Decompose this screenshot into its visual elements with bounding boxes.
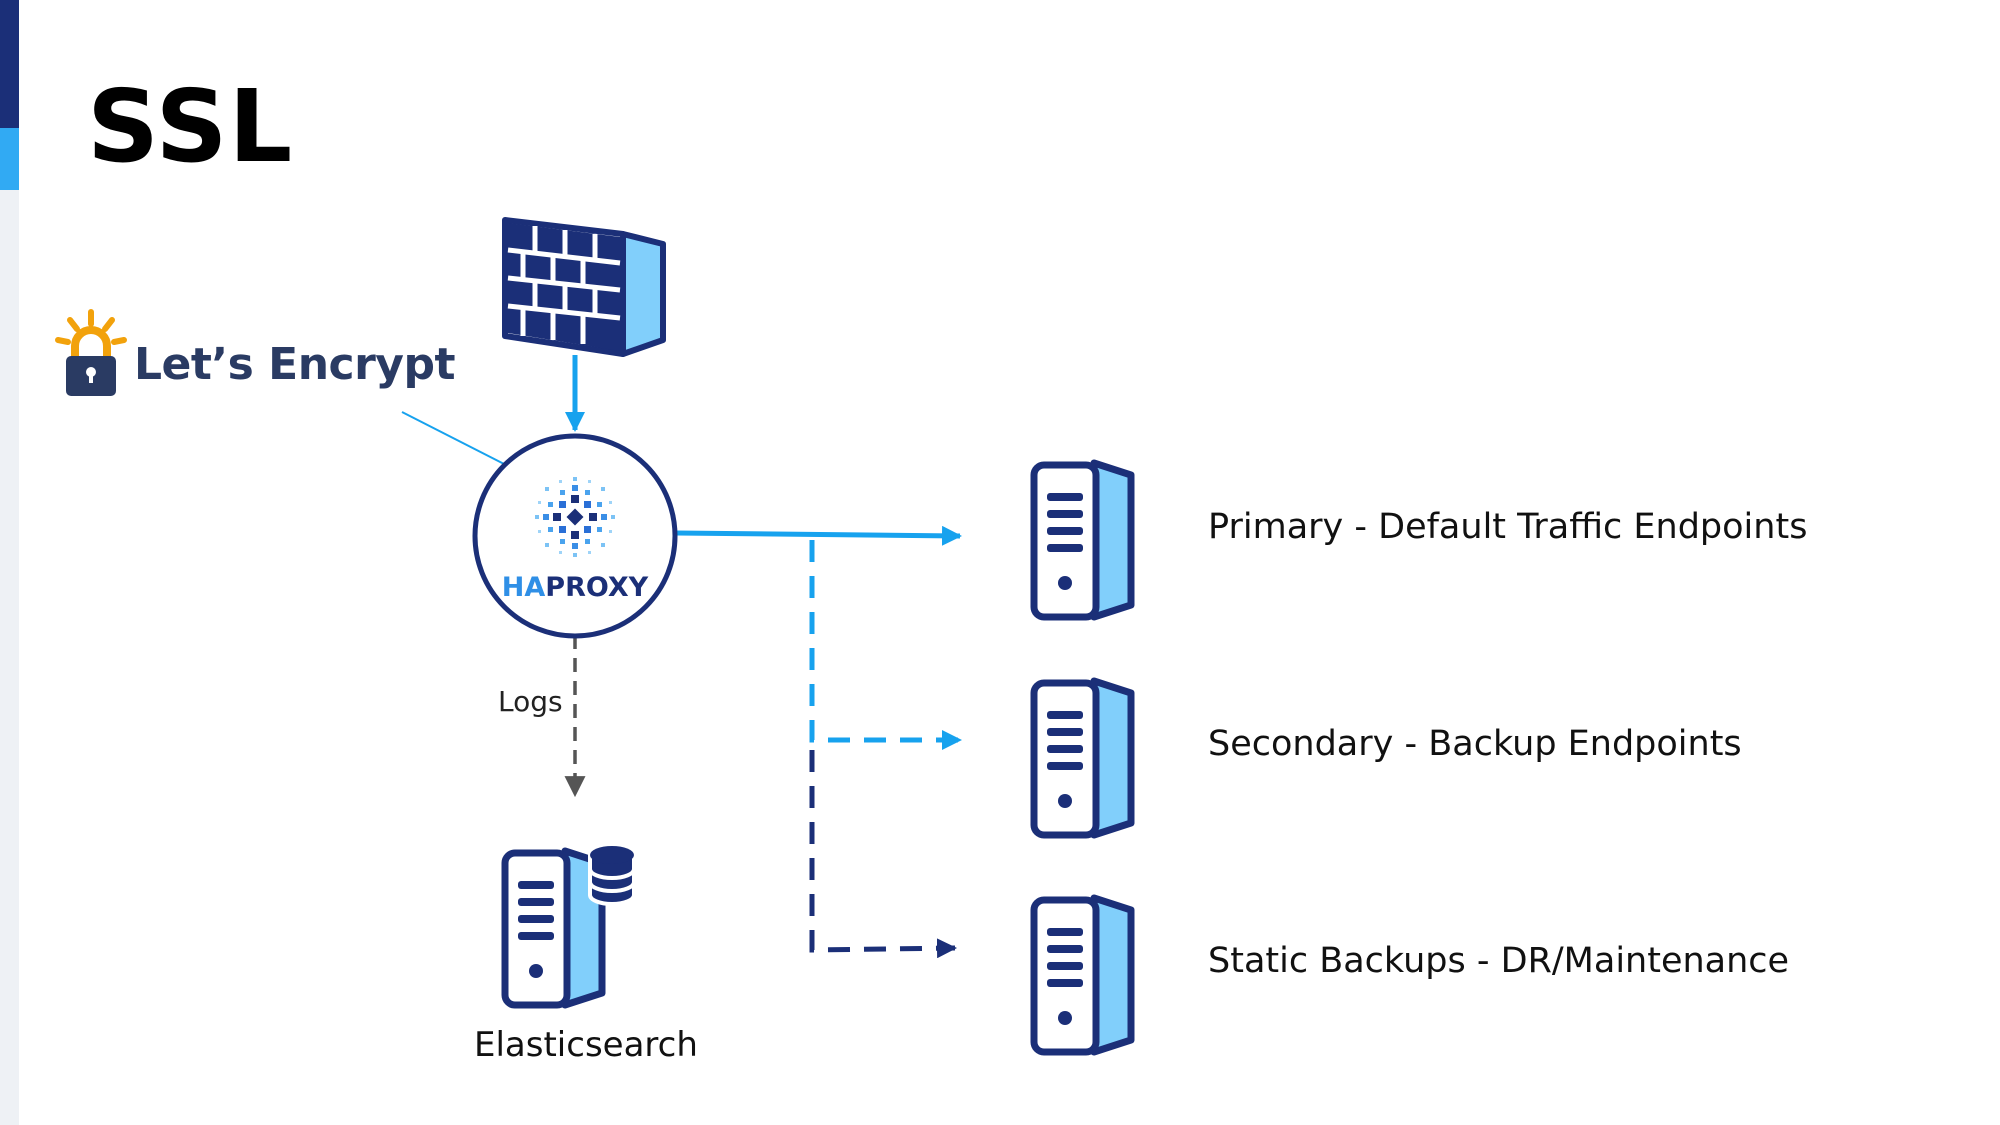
lets-encrypt-connector bbox=[401, 411, 509, 467]
haproxy-logo-icon bbox=[535, 477, 615, 557]
secondary-arrow bbox=[809, 540, 962, 750]
endpoint-label-secondary: Secondary - Backup Endpoints bbox=[1208, 724, 1742, 764]
primary-server-icon bbox=[1034, 463, 1131, 617]
padlock-sun-icon bbox=[55, 309, 127, 396]
haproxy-label-proxy: PROXY bbox=[545, 572, 648, 603]
static-backup-server-icon bbox=[1034, 898, 1131, 1052]
primary-arrow bbox=[675, 525, 962, 546]
slide-side-accent bbox=[0, 0, 19, 1125]
haproxy-label: HAPROXY bbox=[502, 572, 649, 603]
secondary-server-icon bbox=[1034, 681, 1131, 835]
firewall-brick-icon bbox=[502, 217, 666, 357]
haproxy-label-ha: HA bbox=[502, 572, 546, 603]
logs-label: Logs bbox=[498, 685, 563, 718]
haproxy-node: HAPROXY bbox=[472, 433, 678, 639]
endpoint-label-static-backups: Static Backups - DR/Maintenance bbox=[1208, 941, 1790, 981]
endpoint-label-primary: Primary - Default Traffic Endpoints bbox=[1208, 507, 1808, 547]
side-accent-light bbox=[0, 128, 19, 190]
lets-encrypt-label: Let’s Encrypt bbox=[134, 339, 456, 390]
elasticsearch-label: Elasticsearch bbox=[474, 1025, 698, 1065]
side-accent-dark bbox=[0, 0, 19, 128]
slide-title: SSL bbox=[87, 68, 294, 185]
database-server-icon bbox=[505, 844, 636, 1005]
static-backups-arrow bbox=[809, 750, 957, 959]
